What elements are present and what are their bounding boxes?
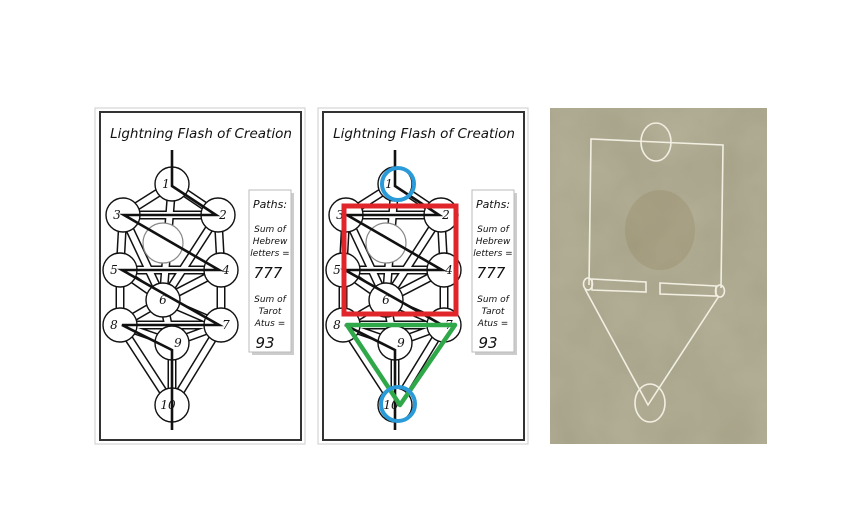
tarot-sum-value: 93: [255, 334, 274, 352]
chalk-right-bar: [659, 282, 717, 297]
tarot-label-1: Sum of: [477, 295, 511, 305]
blue-circle-top-highlight: [380, 166, 416, 202]
hebrew-label-2: Hebrew: [476, 237, 511, 247]
sephira-label-2: 2: [441, 208, 450, 222]
blue-circle-bottom-highlight: [379, 385, 417, 423]
tree-of-life-highlighted-panel: Lightning Flash of Creation 12345678910 …: [317, 107, 529, 445]
lightning-flash-line: [340, 150, 447, 430]
sephira-label-3: 3: [113, 208, 121, 222]
tarot-label-3: Atus =: [254, 319, 285, 329]
tarot-label-2: Tarot: [482, 307, 505, 317]
panel-title: Lightning Flash of Creation: [110, 126, 292, 142]
paths-info-box: Paths: Sum of Hebrew letters = 777 Sum o…: [471, 189, 517, 355]
hebrew-sum-value: 777: [254, 264, 283, 282]
sephira-label-4: 4: [444, 263, 453, 277]
chalk-figure: [582, 122, 726, 423]
wall-texture: [550, 108, 767, 444]
sephira-label-10: 10: [160, 398, 176, 412]
sephira-label-5: 5: [333, 263, 341, 277]
lightning-flash-line: [117, 150, 224, 430]
sephira-label-3: 3: [336, 208, 344, 222]
sephira-label-2: 2: [218, 208, 227, 222]
chalk-left-bar: [591, 278, 647, 293]
chalk-square: [588, 138, 724, 289]
paths-heading: Paths:: [253, 198, 287, 211]
tarot-label-1: Sum of: [254, 295, 288, 305]
tree-of-life: 1 2 3 4 5 6 7 8 9 10: [102, 150, 239, 430]
green-triangle-highlight: [344, 322, 458, 408]
panel-title: Lightning Flash of Creation: [333, 126, 515, 142]
hebrew-label-3: letters =: [473, 249, 512, 259]
red-square-highlight: [341, 203, 459, 317]
tree-of-life-panel: Lightning Flash of Creation 12345678910 …: [94, 107, 306, 445]
sephira-label-6: 6: [382, 293, 390, 307]
paths-heading: Paths:: [476, 198, 510, 211]
wall-chalk-photo: [550, 108, 767, 444]
tarot-sum-value: 93: [478, 334, 497, 352]
hebrew-label-3: letters =: [250, 249, 289, 259]
tarot-label-3: Atus =: [477, 319, 508, 329]
sephira-label-1: 1: [162, 177, 170, 191]
sephira-label-8: 8: [333, 318, 341, 332]
wall-stain: [625, 190, 695, 270]
sephira-label-8: 8: [110, 318, 118, 332]
hebrew-sum-value: 777: [477, 264, 506, 282]
sephira-label-6: 6: [159, 293, 167, 307]
highlight-overlays: [341, 166, 459, 423]
sephira-label-9: 9: [174, 336, 182, 350]
chalk-triangle: [584, 288, 720, 407]
sephira-label-1: 1: [385, 177, 393, 191]
paths-info-box: Paths: Sum of Hebrew letters = 777 Sum o…: [248, 189, 294, 355]
sephira-label-7: 7: [222, 318, 230, 332]
sephira-label-9: 9: [397, 336, 405, 350]
sephira-label-5: 5: [110, 263, 118, 277]
hebrew-label-2: Hebrew: [253, 237, 288, 247]
sephira-circle-6: [145, 282, 181, 318]
sephira-circle-6: [368, 282, 404, 318]
chalk-bottom-circle: [634, 383, 666, 423]
chalk-top-circle: [640, 122, 672, 162]
hebrew-label-1: Sum of: [254, 225, 288, 235]
sephira-label-4: 4: [221, 263, 230, 277]
hebrew-label-1: Sum of: [477, 225, 511, 235]
tarot-label-2: Tarot: [259, 307, 282, 317]
